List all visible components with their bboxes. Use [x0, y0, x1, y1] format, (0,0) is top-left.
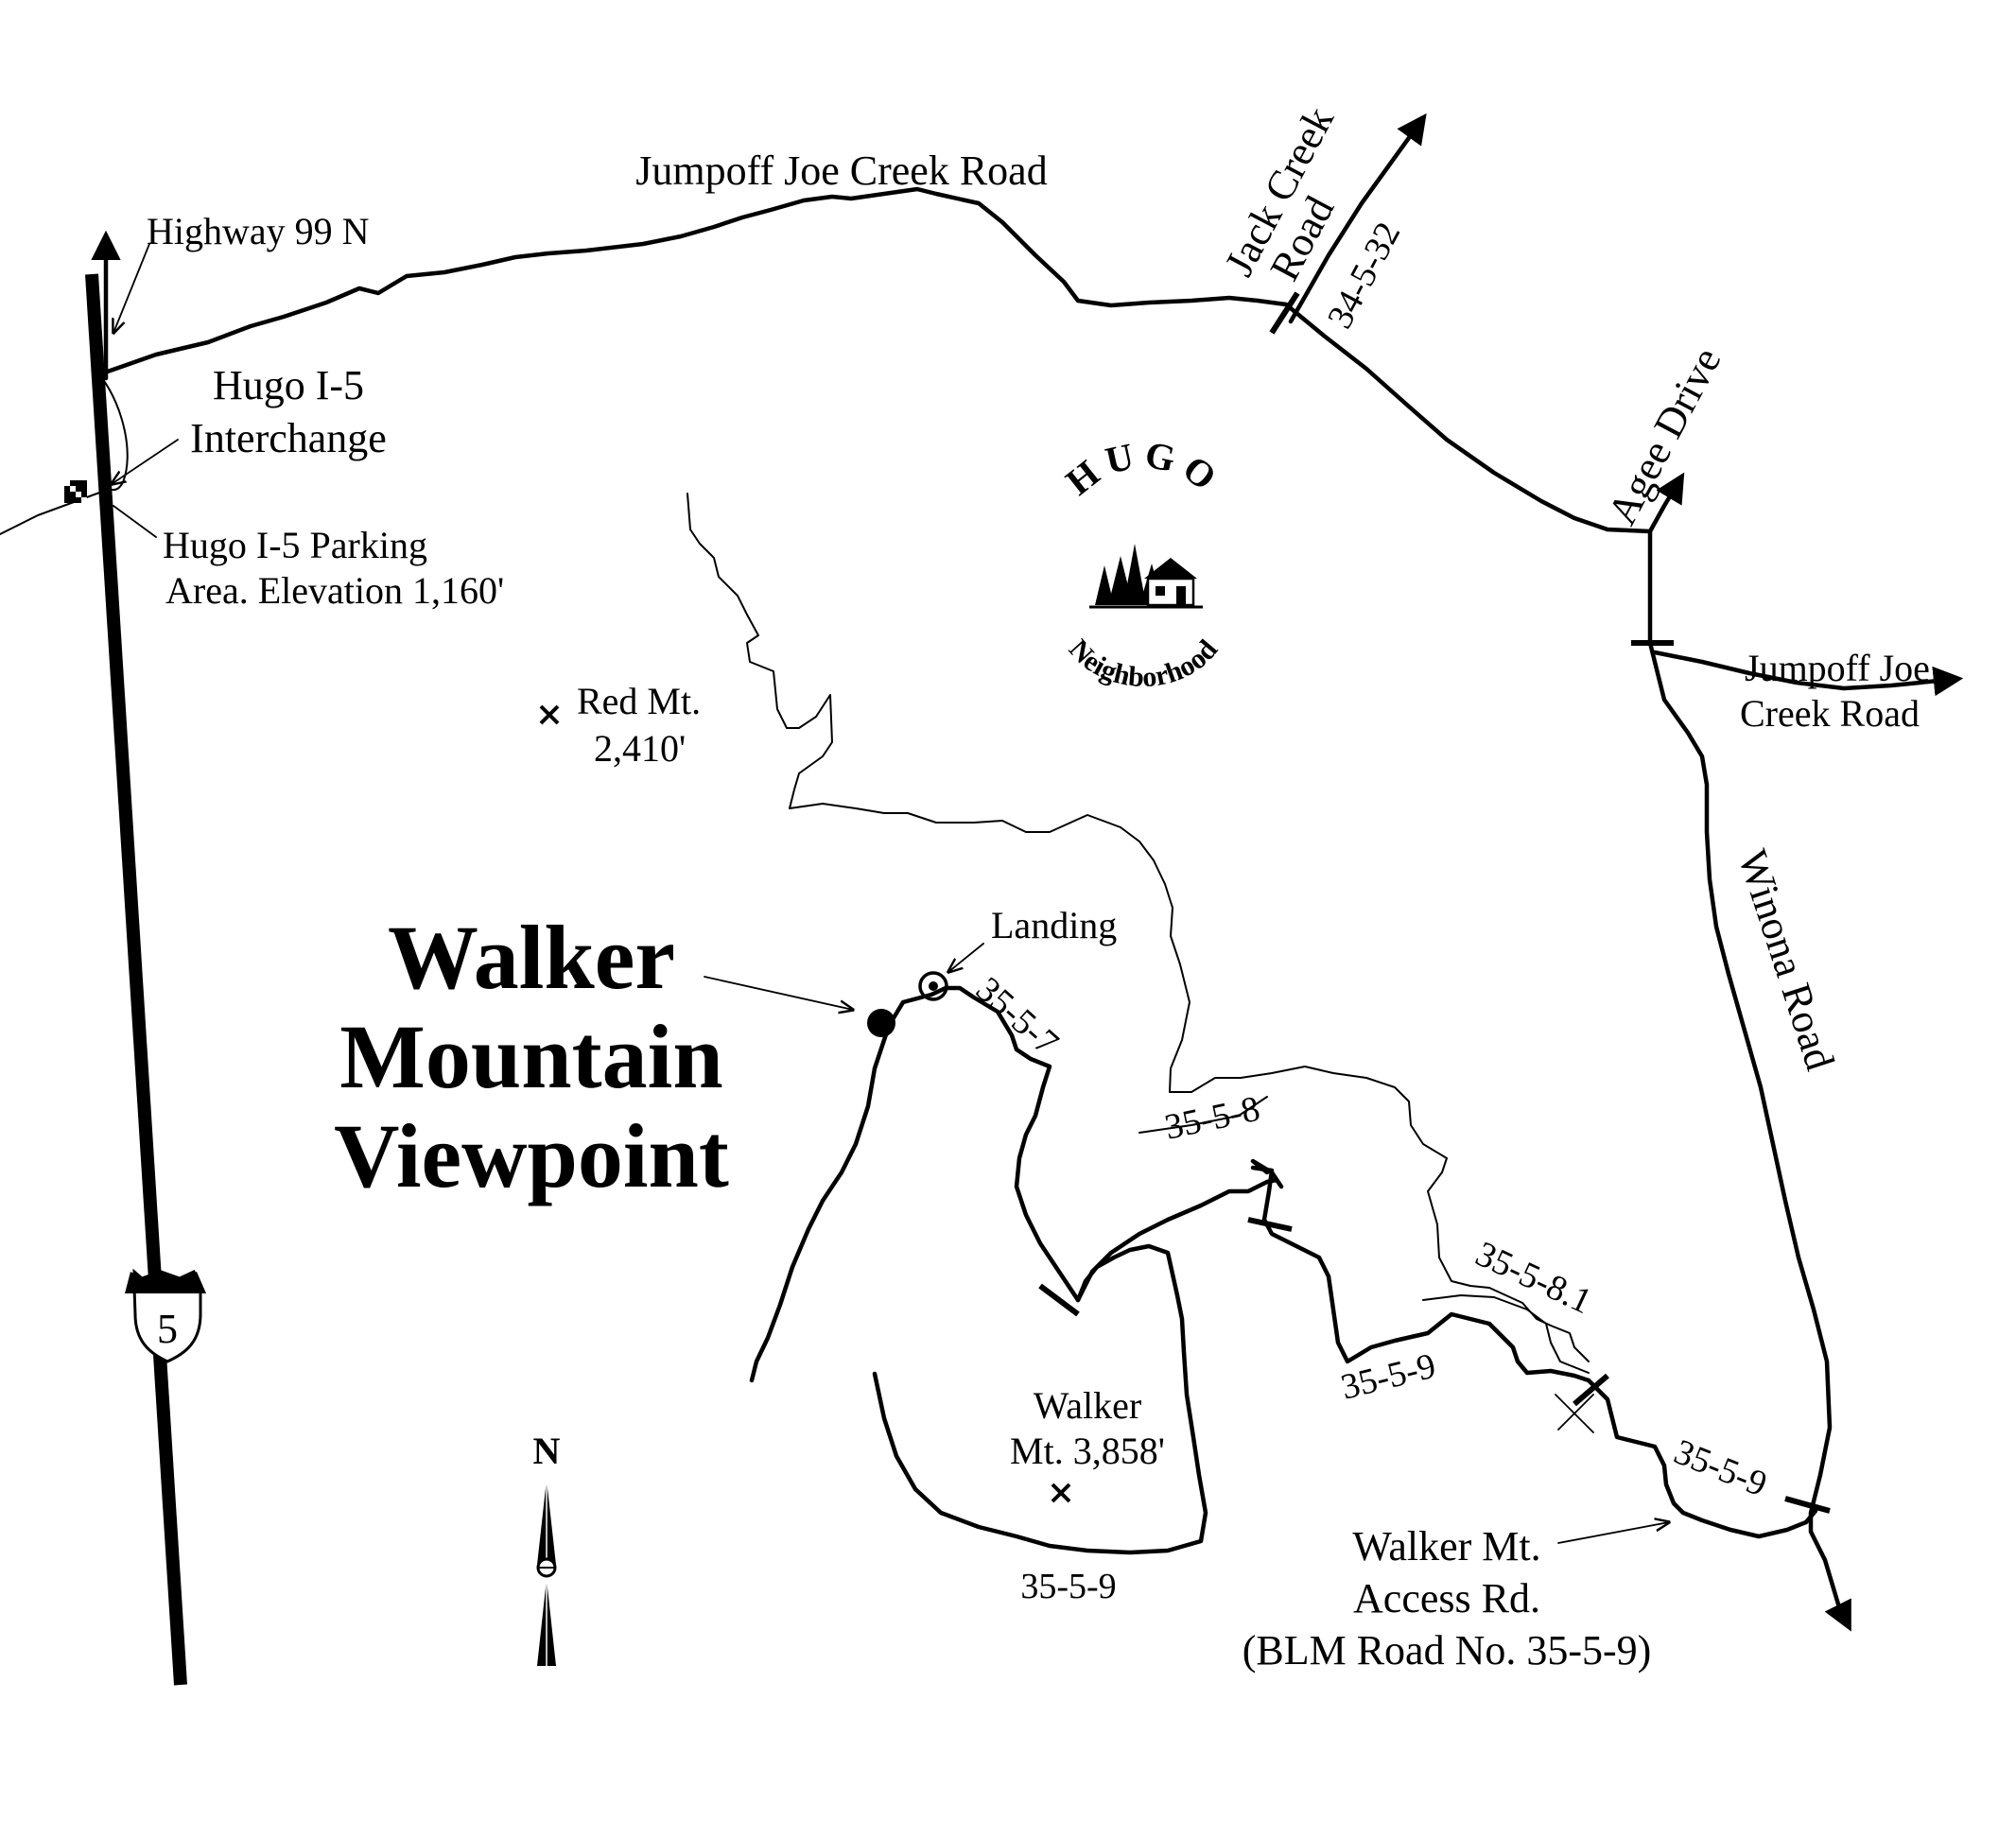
- landing-pointer-arrow: [948, 943, 984, 972]
- gate-35-5-8: [1247, 1217, 1293, 1232]
- title-line-walker: Walker: [388, 907, 675, 1008]
- jumpoff-joe-creek-road: [99, 186, 1289, 376]
- red-mt-summit-icon: [539, 704, 560, 725]
- road-35-5-8-continue: [1250, 1165, 1591, 1383]
- crossed-tools-icon: [1555, 1394, 1594, 1433]
- interstate-5: [85, 273, 187, 1686]
- trail-35-5-8-1: [1422, 1294, 1590, 1374]
- label-interchange-1: Hugo I-5: [213, 362, 364, 408]
- road-to-agee: [1283, 302, 1653, 534]
- winona-road: [1647, 529, 1851, 1629]
- label-access-2: Access Rd.: [1353, 1575, 1540, 1622]
- label-walker-mt-2: Mt. 3,858': [1010, 1430, 1165, 1472]
- label-walker-mt-1: Walker: [1034, 1384, 1142, 1427]
- label-access-3: (BLM Road No. 35-5-9): [1243, 1627, 1652, 1674]
- interstate-5-shield-icon: 5: [125, 1268, 206, 1363]
- label-34-5-32: 34-5-32: [1320, 216, 1409, 335]
- winona-road-arrowhead: [1824, 1598, 1851, 1632]
- title-pointer-arrow: [704, 976, 853, 1010]
- title-line-mountain: Mountain: [339, 1006, 722, 1107]
- ridge-trail: [686, 493, 1590, 1362]
- label-35-5-9-mid: 35-5-9: [1337, 1345, 1439, 1407]
- jumpoff-joe-right-branch: [1652, 650, 1964, 697]
- walker-mt-summit-icon: [1051, 1483, 1071, 1503]
- svg-text:5: 5: [157, 1306, 178, 1352]
- svg-text:N: N: [533, 1430, 561, 1472]
- label-highway-99: Highway 99 N: [147, 210, 370, 252]
- label-interchange-2: Interchange: [190, 415, 387, 461]
- road-35-5-8: [1075, 1158, 1284, 1303]
- interchange-pointer-arrow: [112, 439, 179, 484]
- parking-area-icon: [64, 480, 87, 503]
- gate-jack-creek: [1269, 291, 1300, 335]
- label-35-5-9-east: 35-5-9: [1669, 1431, 1773, 1504]
- label-35-5-8: 35-5-8: [1161, 1089, 1263, 1148]
- label-jumpoff-joe-right-2: Creek Road: [1740, 692, 1920, 735]
- viewpoint-dot: [867, 1009, 895, 1037]
- label-red-mt-2: 2,410': [594, 727, 686, 770]
- label-jumpoff-joe-creek-road: Jumpoff Joe Creek Road: [635, 147, 1047, 194]
- label-parking-2: Area. Elevation 1,160': [165, 569, 504, 612]
- gate-35-5-7: [1038, 1283, 1080, 1317]
- label-35-5-8-1: 35-5-8.1: [1469, 1234, 1597, 1322]
- road-35-5-7: [929, 985, 1081, 1303]
- hugo-neighborhood-logo: HUGO Neighborhood: [1058, 433, 1231, 693]
- svg-text:Neighborhood: Neighborhood: [1063, 633, 1224, 693]
- label-35-5-9-bottom: 35-5-9: [1020, 1567, 1116, 1606]
- agee-drive-arrow: [1647, 472, 1685, 534]
- landing-icon: [918, 971, 948, 1001]
- gate-access-junction: [1784, 1496, 1831, 1514]
- jack-creek-road-arrow: [1288, 113, 1427, 324]
- label-red-mt-1: Red Mt.: [577, 680, 701, 722]
- label-access-1: Walker Mt.: [1352, 1523, 1540, 1570]
- north-arrow-icon: N: [533, 1430, 561, 1666]
- label-jumpoff-joe-right-1: Jumpoff Joe: [1745, 647, 1930, 689]
- label-parking-1: Hugo I-5 Parking: [163, 524, 427, 566]
- trail-35-5-8-stub: [1138, 1096, 1268, 1134]
- label-landing: Landing: [991, 904, 1117, 946]
- highway-pointer-arrow: [113, 243, 150, 333]
- tree-house-icon: [1089, 544, 1203, 609]
- gate-35-5-8-1: [1573, 1373, 1609, 1407]
- road-west-loop: [749, 992, 934, 1383]
- access-road-pointer-arrow: [1557, 1522, 1669, 1544]
- svg-text:HUGO: HUGO: [1058, 433, 1231, 504]
- parking-pointer: [113, 505, 157, 538]
- title-line-viewpoint: Viewpoint: [334, 1105, 729, 1206]
- road-35-5-9-east: [1586, 1378, 1818, 1539]
- road-35-5-9-loop: [872, 1243, 1208, 1555]
